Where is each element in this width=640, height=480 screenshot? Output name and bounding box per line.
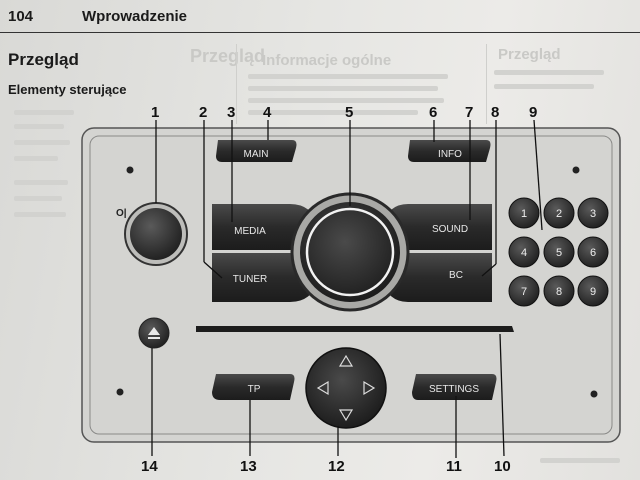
callout-7: 7 [465,104,473,121]
cd-slot [196,326,514,332]
preset-button-label: 3 [590,208,596,220]
preset-button-label: 2 [556,208,562,220]
preset-button-label: 9 [590,286,596,298]
preset-button-label: 5 [556,247,562,259]
callout-13: 13 [240,458,257,475]
multifunction-knob[interactable] [300,202,400,302]
sound-button-label: SOUND [432,224,468,235]
callout-2: 2 [199,104,207,121]
preset-button-label: 7 [521,286,527,298]
preset-button-label: 4 [521,247,527,259]
settings-button-label: SETTINGS [429,384,479,395]
callout-9: 9 [529,104,537,121]
callout-1: 1 [151,104,159,121]
screw-dot [573,167,580,174]
preset-button-label: 8 [556,286,562,298]
callout-14: 14 [141,458,158,475]
callout-10: 10 [494,458,511,475]
callout-3: 3 [227,104,235,121]
callout-5: 5 [345,104,353,121]
callout-12: 12 [328,458,345,475]
preset-buttons: 1 2 3 4 5 6 7 8 9 [509,198,608,306]
media-button-label: MEDIA [234,226,266,237]
screw-dot [117,389,124,396]
eject-icon-bar [148,337,160,339]
screw-dot [127,167,134,174]
preset-button-label: 6 [590,247,596,259]
bc-button-label: BC [449,270,463,281]
main-button-label: MAIN [244,149,269,160]
tp-button-label: TP [248,384,261,395]
info-button-label: INFO [438,149,462,160]
power-symbol: O| [116,208,127,219]
callout-4: 4 [263,104,271,121]
screw-dot [591,391,598,398]
callout-6: 6 [429,104,437,121]
tuner-button-label: TUNER [233,274,267,285]
callout-8: 8 [491,104,499,121]
power-volume-knob[interactable] [130,208,182,260]
callout-11: 11 [446,458,462,475]
preset-button-label: 1 [521,208,527,220]
